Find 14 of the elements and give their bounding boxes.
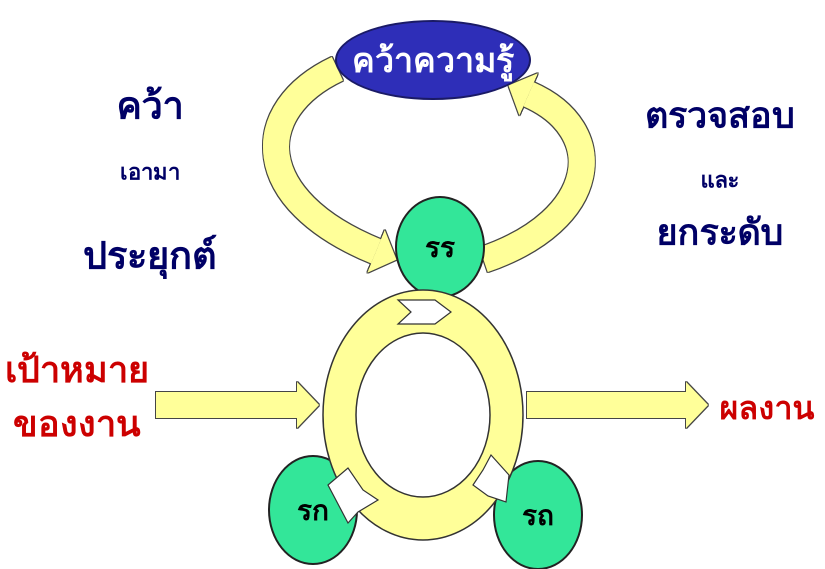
node-text: เป้าหมาย ของงาน bbox=[2, 335, 152, 460]
side-label: ตรวจสอบ bbox=[645, 94, 795, 138]
side-label: และ bbox=[700, 168, 740, 196]
node-label: คว้าความรู้ bbox=[352, 40, 514, 84]
side-label: คว้า bbox=[116, 82, 184, 130]
side-label: ประยุกต์ bbox=[83, 232, 217, 281]
node-label: รก bbox=[297, 493, 329, 529]
node-label: รร bbox=[425, 230, 455, 266]
side-label: ยกระดับ bbox=[656, 212, 784, 256]
node-text: ผลงาน bbox=[712, 380, 822, 435]
block-arrow bbox=[527, 382, 708, 428]
node-label: รถ bbox=[522, 498, 554, 534]
block-arrow bbox=[156, 382, 319, 428]
side-label: เอามา bbox=[120, 160, 180, 188]
